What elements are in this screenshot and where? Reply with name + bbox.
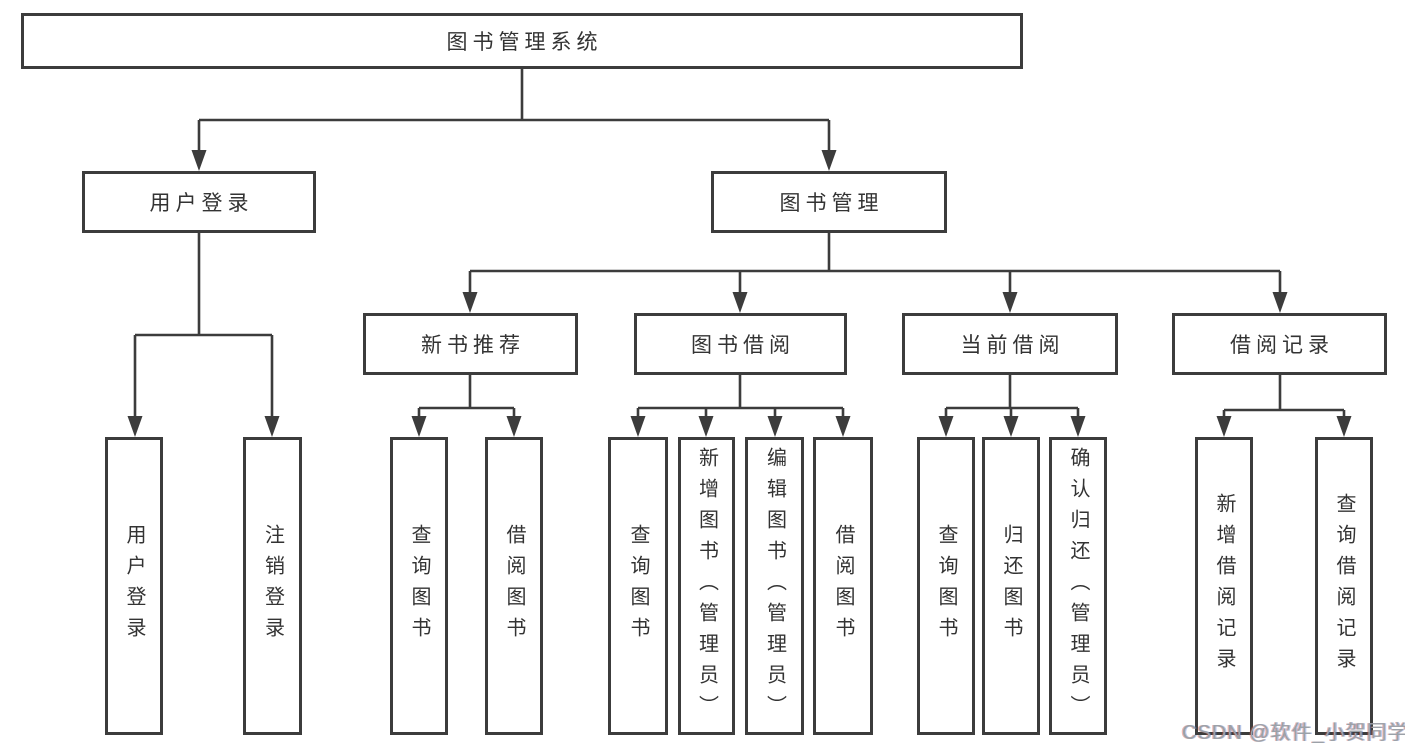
- leaf-borrow-books-recommend: 借阅图书: [485, 437, 543, 735]
- leaf-query-books-recommend: 查询图书: [390, 437, 448, 735]
- leaf-add-book-admin: 新增图书（管理员）: [678, 437, 735, 735]
- node-user-login: 用户登录: [82, 171, 316, 233]
- leaf-add-borrow-record: 新增借阅记录: [1195, 437, 1253, 735]
- watermark: CSDN @软件_小贺同学: [1182, 722, 1405, 744]
- leaf-query-books-borrowing: 查询图书: [608, 437, 668, 735]
- connector-root: [197, 69, 831, 153]
- connector-book-mgmt: [468, 233, 1282, 296]
- connector-current: [944, 375, 1080, 420]
- node-book-borrowing: 图书借阅: [634, 313, 847, 375]
- leaf-return-books: 归还图书: [982, 437, 1040, 735]
- leaf-edit-book-admin: 编辑图书（管理员）: [745, 437, 804, 735]
- node-current-borrowing: 当前借阅: [902, 313, 1118, 375]
- connector-borrowing: [636, 375, 845, 420]
- leaf-query-books-current: 查询图书: [917, 437, 975, 735]
- leaf-user-login: 用户登录: [105, 437, 163, 735]
- connector-records: [1222, 375, 1346, 420]
- leaf-logout: 注销登录: [243, 437, 302, 735]
- node-book-management: 图书管理: [711, 171, 947, 233]
- leaf-borrow-books-borrowing: 借阅图书: [813, 437, 873, 735]
- leaf-confirm-return-admin: 确认归还（管理员）: [1049, 437, 1107, 735]
- node-borrowing-records: 借阅记录: [1172, 313, 1387, 375]
- node-new-book-recommend: 新书推荐: [363, 313, 578, 375]
- connector-user-login: [133, 233, 274, 420]
- leaf-query-borrow-record: 查询借阅记录: [1315, 437, 1373, 735]
- connector-new-book: [417, 375, 516, 420]
- node-root: 图书管理系统: [21, 13, 1023, 69]
